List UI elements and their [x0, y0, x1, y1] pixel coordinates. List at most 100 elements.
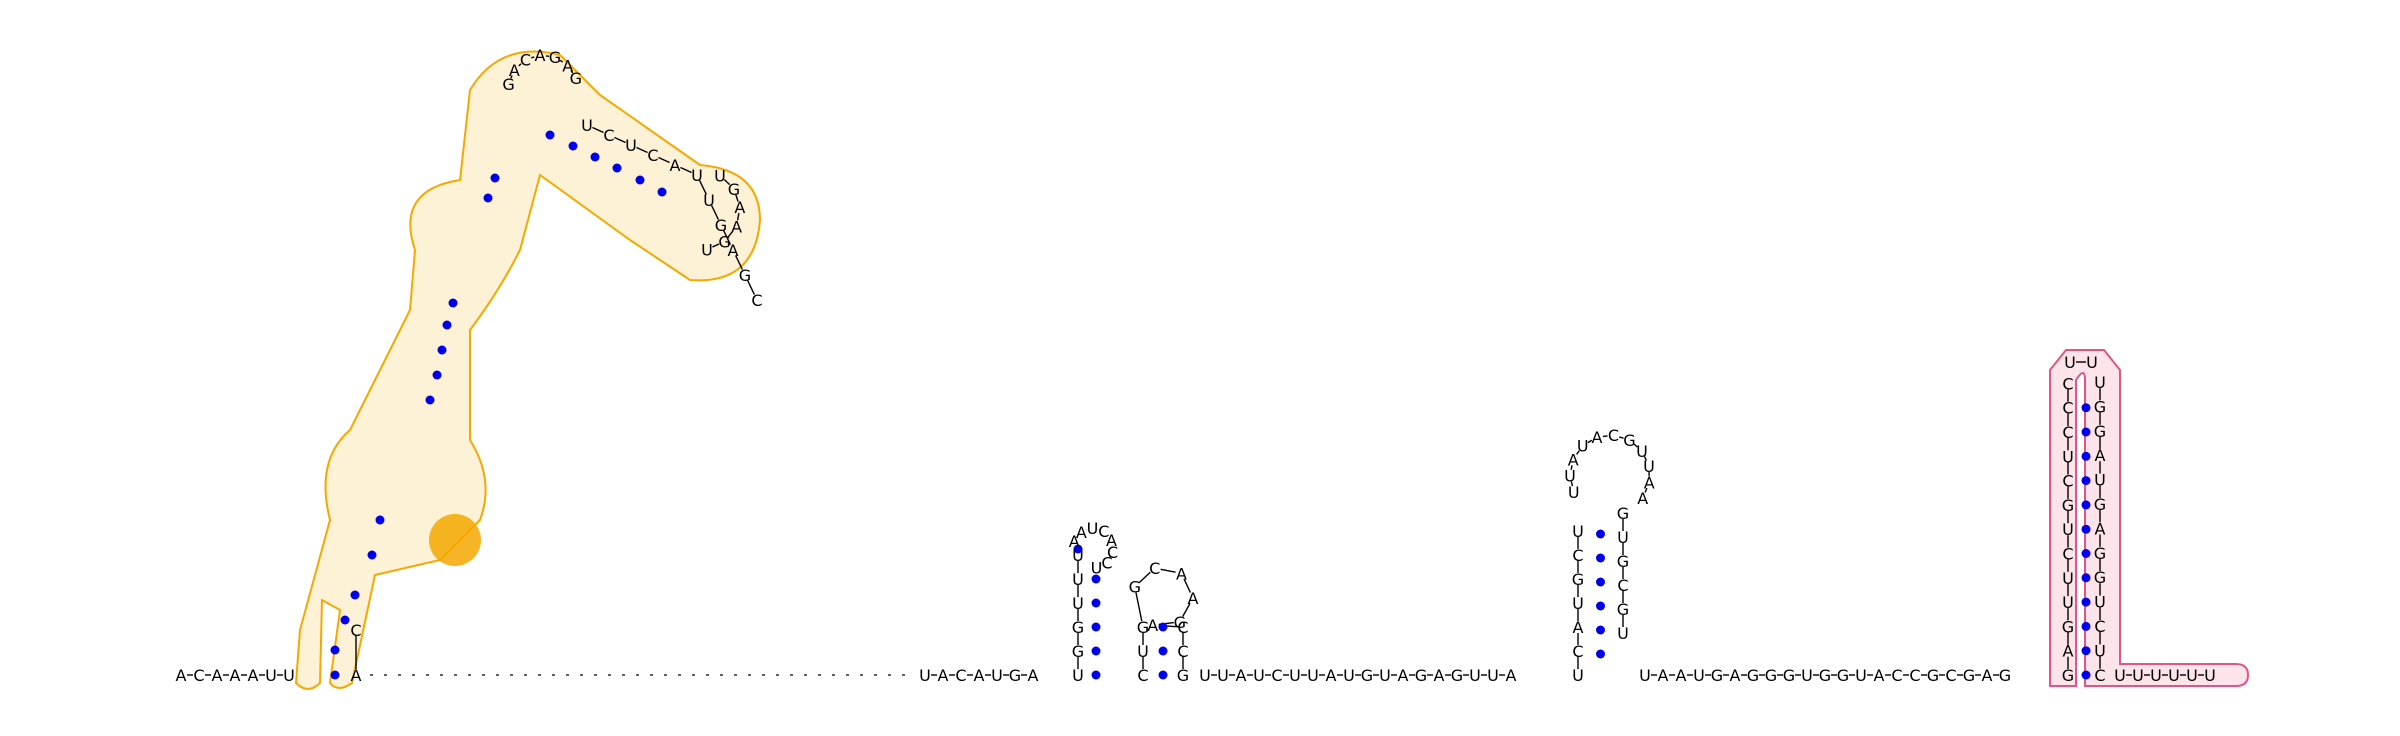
base-pair-dot [432, 370, 442, 380]
nucleotide-linker3: G [1819, 666, 1831, 685]
nucleotide-terminator_3: G [2094, 495, 2106, 514]
pink-domain-outline [2049, 349, 2250, 687]
backbone-link [746, 280, 756, 295]
nucleotide-linker3: A [1730, 666, 1741, 685]
nucleotide-linker3: U [1639, 666, 1651, 685]
backbone-link [636, 146, 648, 154]
backbone-link [722, 230, 732, 245]
nucleotide-hairpin2: G [1174, 613, 1186, 632]
nucleotide-terminator_5: U [2062, 569, 2074, 588]
nucleotide-hairpin3_5: C [1572, 546, 1583, 565]
nucleotide-hairpin1_5: U [1072, 594, 1084, 613]
nucleotide-terminator_3: U [2094, 641, 2106, 660]
nucleotide-hairpin3_loop: A [1568, 450, 1579, 469]
nucleotide-mid_run: U [919, 666, 931, 685]
base-pair-dot [1596, 553, 1605, 563]
backbone-link [680, 166, 692, 174]
base-pair-dot [425, 395, 435, 405]
nucleotide-terminator_3: G [2094, 568, 2106, 587]
base-pair-dot [2081, 427, 2091, 437]
nucleotide-linker3: G [1927, 666, 1939, 685]
backbone-link [1633, 443, 1638, 448]
base-pair-dot [568, 141, 578, 151]
nucleotide-hairpin3_loop: A [1592, 428, 1603, 447]
backbone-link [1643, 456, 1648, 461]
nucleotide-linker3: A [1658, 666, 1669, 685]
nucleotide-linker2: G [1451, 666, 1463, 685]
backbone-link [712, 243, 720, 248]
base-pair-dot [1596, 649, 1605, 659]
nucleotide-linker2: C [1271, 666, 1282, 685]
nucleotide-upper_arm: C [647, 146, 658, 165]
nucleotide-stem_upper: G [502, 75, 514, 94]
nucleotide-linker3: C [1891, 666, 1902, 685]
nucleotide-linker2: U [1253, 666, 1265, 685]
nucleotide-terminator_3: U [2094, 593, 2106, 612]
nucleotide-linker3: G [1765, 666, 1777, 685]
nucleotide-hairpin3_loop: U [1568, 483, 1580, 502]
nucleotide-mid_run: A [974, 666, 985, 685]
nucleotide-leader: A [176, 666, 187, 685]
nucleotide-linker2: A [1398, 666, 1409, 685]
base-pairs [330, 130, 2091, 680]
base-pair-dot [350, 590, 360, 600]
nucleotide-hairpin3_loop: U [1577, 437, 1589, 456]
nucleotide-leader: A [248, 666, 259, 685]
backbone-link [559, 59, 564, 63]
nucleotide-stem_upper: G [570, 69, 582, 88]
nucleotide-hairpin2: C [1177, 642, 1188, 661]
nucleotide-hairpin1_loop: C [1101, 553, 1112, 572]
nucleotide-tail: U [2204, 666, 2216, 685]
base-pair-dot [1073, 544, 1083, 554]
nucleotide-upper_loop: G [728, 180, 740, 199]
nucleotide-hairpin1_5: U [1072, 570, 1084, 589]
nucleotide-linker3: U [1855, 666, 1867, 685]
nucleotide-upper_loop: U [701, 240, 713, 259]
nucleotide-linker2: U [1487, 666, 1499, 685]
nucleotide-terminator_3: A [2095, 519, 2106, 538]
base-pair-dot [2081, 646, 2091, 656]
base-pair-dot [330, 645, 340, 655]
orange-domain-outline [294, 50, 762, 690]
backbone-link [734, 255, 744, 270]
nucleotide-terminator_loop: U [2086, 353, 2098, 372]
backbone-link [1570, 481, 1574, 487]
nucleotide-terminator_5: C [2062, 399, 2073, 418]
nucleotide-linker3: C [1945, 666, 1956, 685]
nucleotide-linker2: A [1326, 666, 1337, 685]
nucleotide-mid_run: A [938, 666, 949, 685]
nucleotide-terminator_3: G [2094, 544, 2106, 563]
nucleotide-leader: C [193, 666, 204, 685]
nucleotide-stem_upper: C [520, 51, 531, 70]
base-pair-dot [448, 298, 458, 308]
domain-highlights [294, 50, 2250, 690]
base-pair-dot [1596, 577, 1605, 587]
base-pair-dot [2081, 549, 2091, 558]
nucleotide-terminator_5: G [2062, 617, 2074, 636]
base-pair-dot [1596, 625, 1605, 635]
backbone-link [1587, 439, 1593, 444]
base-pair-dot [2081, 476, 2091, 486]
nucleotide-linker3: G [1747, 666, 1759, 685]
nucleotide-ua_ca_pair: C [350, 621, 361, 640]
nucleotide-hairpin2: A [1176, 564, 1187, 583]
nucleotide-upper_arm: A [670, 156, 681, 175]
backbone-link [510, 75, 513, 79]
nucleotide-terminator_5: A [2063, 642, 2074, 661]
nucleotide-hairpin3_loop: A [1644, 474, 1655, 493]
nucleotide-hairpin3_3: G [1617, 504, 1629, 523]
nucleotide-linker2: U [1217, 666, 1229, 685]
base-pair-dot [2081, 573, 2091, 583]
nucleotide-hairpin2: G [1177, 666, 1189, 685]
base-pair-dot [1158, 670, 1168, 680]
nucleotide-linker3: A [1982, 666, 1993, 685]
nucleotide-tail: U [2168, 666, 2180, 685]
nucleotide-hairpin3_5: G [1572, 570, 1584, 589]
base-pair-dot [2081, 403, 2091, 413]
nucleotide-terminator_5: U [2062, 520, 2074, 539]
backbone-link [723, 179, 731, 186]
nucleotide-hairpin2: C [1137, 666, 1148, 685]
nucleotide-linker3: A [1874, 666, 1885, 685]
nucleotide-hairpin2: A [1147, 616, 1158, 635]
